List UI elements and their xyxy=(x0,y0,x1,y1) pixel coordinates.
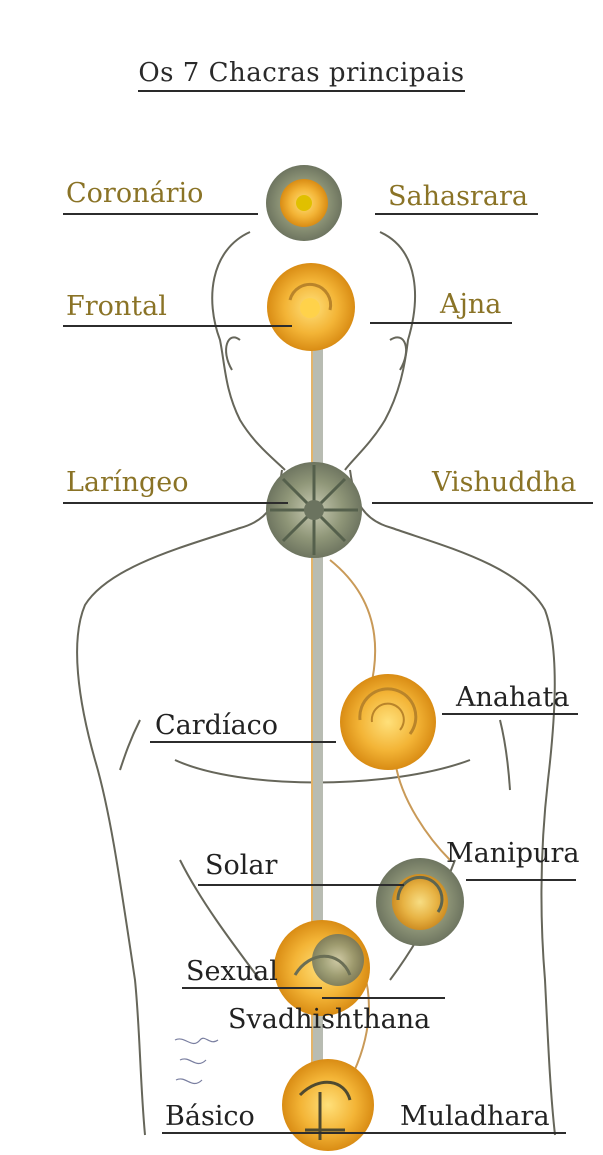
chakra-solar-plexus xyxy=(376,858,464,946)
label-sahasrara: Sahasrara xyxy=(388,183,528,210)
label-svadhishthana: Svadhishthana xyxy=(228,1006,430,1033)
chakra-sacral xyxy=(274,920,370,1016)
label-coronario: Coronário xyxy=(66,180,203,207)
label-manipura: Manipura xyxy=(446,840,579,867)
handwritten-scribble xyxy=(175,1038,218,1083)
label-anahata: Anahata xyxy=(456,684,569,711)
label-frontal: Frontal xyxy=(66,293,167,320)
label-basico: Básico xyxy=(165,1103,255,1130)
label-ajna: Ajna xyxy=(440,291,501,318)
chakra-root xyxy=(282,1059,374,1151)
label-solar: Solar xyxy=(205,852,277,879)
label-laringeo: Laríngeo xyxy=(66,469,188,496)
chakra-throat xyxy=(266,462,362,558)
label-cardiaco: Cardíaco xyxy=(155,712,278,739)
chakra-crown xyxy=(266,165,342,241)
chakra-heart xyxy=(340,674,436,770)
label-sexual: Sexual xyxy=(186,958,278,985)
chakra-third-eye xyxy=(267,263,355,351)
diagram-title: Os 7 Chacras principais xyxy=(0,58,603,88)
label-vishuddha: Vishuddha xyxy=(432,469,576,496)
label-muladhara: Muladhara xyxy=(400,1103,550,1130)
